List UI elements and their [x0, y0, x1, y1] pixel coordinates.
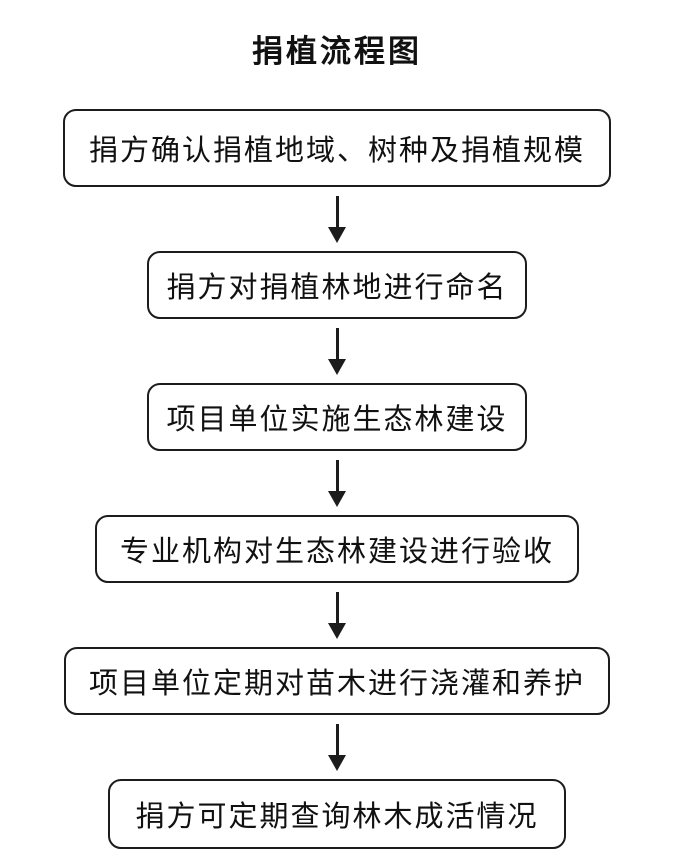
flow-step-box-5: 项目单位定期对苗木进行浇灌和养护: [64, 647, 610, 715]
flow-step-box-1: 捐方确认捐植地域、树种及捐植规模: [63, 109, 611, 187]
arrow-head: [328, 623, 346, 639]
flow-step-label: 项目单位实施生态林建设: [166, 402, 508, 436]
arrow-head: [328, 227, 346, 243]
arrow-stem: [335, 460, 339, 492]
flow-step-label: 捐方可定期查询林木成活情况: [135, 799, 539, 833]
arrow-head: [328, 491, 346, 507]
arrow-stem: [335, 592, 339, 624]
flow-step-box-4: 专业机构对生态林建设进行验收: [95, 515, 579, 583]
flow-step-label: 专业机构对生态林建设进行验收: [119, 534, 554, 568]
flowchart: 捐方确认捐植地域、树种及捐植规模 捐方对捐植林地进行命名 项目单位实施生态林建设…: [63, 109, 611, 849]
flow-step-box-2: 捐方对捐植林地进行命名: [147, 251, 527, 319]
arrow-head: [328, 359, 346, 375]
arrow-stem: [335, 328, 339, 360]
flow-step-box-3: 项目单位实施生态林建设: [147, 383, 527, 451]
down-arrow-icon: [328, 196, 346, 243]
arrow-stem: [335, 196, 339, 228]
down-arrow-icon: [328, 724, 346, 771]
down-arrow-icon: [328, 328, 346, 375]
arrow-head: [328, 755, 346, 771]
flow-step-box-6: 捐方可定期查询林木成活情况: [108, 779, 566, 849]
arrow-stem: [335, 724, 339, 756]
down-arrow-icon: [328, 460, 346, 507]
flow-step-label: 捐方确认捐植地域、树种及捐植规模: [88, 133, 585, 167]
down-arrow-icon: [328, 592, 346, 639]
page-title: 捐植流程图: [252, 34, 422, 70]
flow-step-label: 项目单位定期对苗木进行浇灌和养护: [88, 666, 585, 700]
flow-step-label: 捐方对捐植林地进行命名: [166, 270, 508, 304]
